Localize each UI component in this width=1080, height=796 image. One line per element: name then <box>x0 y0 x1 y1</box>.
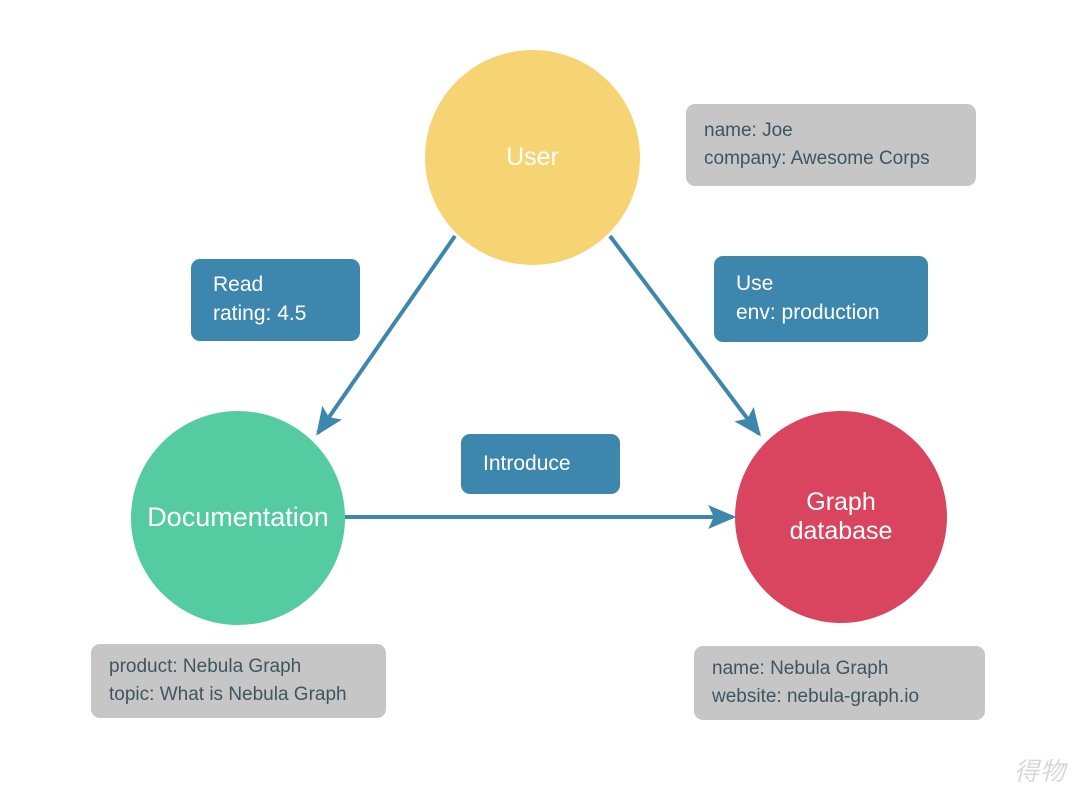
property-box-graph-database: name: Nebula Graph website: nebula-graph… <box>694 646 985 720</box>
watermark: 得物 <box>1013 757 1066 786</box>
property-documentation-product: product: Nebula Graph <box>109 656 302 678</box>
property-documentation-topic: topic: What is Nebula Graph <box>109 684 347 705</box>
edge-use-line <box>608 234 761 437</box>
edge-read-property: rating: 4.5 <box>213 302 307 325</box>
edge-label-read[interactable]: Read rating: 4.5 <box>191 259 360 341</box>
property-graphdb-website: website: nebula-graph.io <box>712 686 920 707</box>
property-box-user: name: Joe company: Awesome Corps <box>686 104 976 186</box>
property-graphdb-name: name: Nebula Graph <box>712 658 889 680</box>
node-documentation[interactable]: Documentation <box>131 411 345 625</box>
node-graph-database[interactable]: Graph database <box>735 411 947 623</box>
edge-label-introduce[interactable]: Introduce <box>461 434 620 494</box>
node-user-label: User <box>506 142 559 171</box>
node-graph-database-label: Graph database <box>789 487 893 546</box>
edge-use-property: env: production <box>736 301 880 324</box>
property-user-company: company: Awesome Corps <box>704 148 930 169</box>
property-box-documentation: product: Nebula Graph topic: What is Neb… <box>91 644 386 718</box>
edge-label-use[interactable]: Use env: production <box>714 256 928 342</box>
edge-use-type: Use <box>736 272 774 296</box>
node-documentation-label: Documentation <box>147 502 329 533</box>
node-user[interactable]: User <box>425 50 640 265</box>
edge-read-type: Read <box>213 273 264 297</box>
property-user-name: name: Joe <box>704 120 793 142</box>
edge-read-line <box>316 234 457 436</box>
edge-introduce-type: Introduce <box>483 451 571 475</box>
